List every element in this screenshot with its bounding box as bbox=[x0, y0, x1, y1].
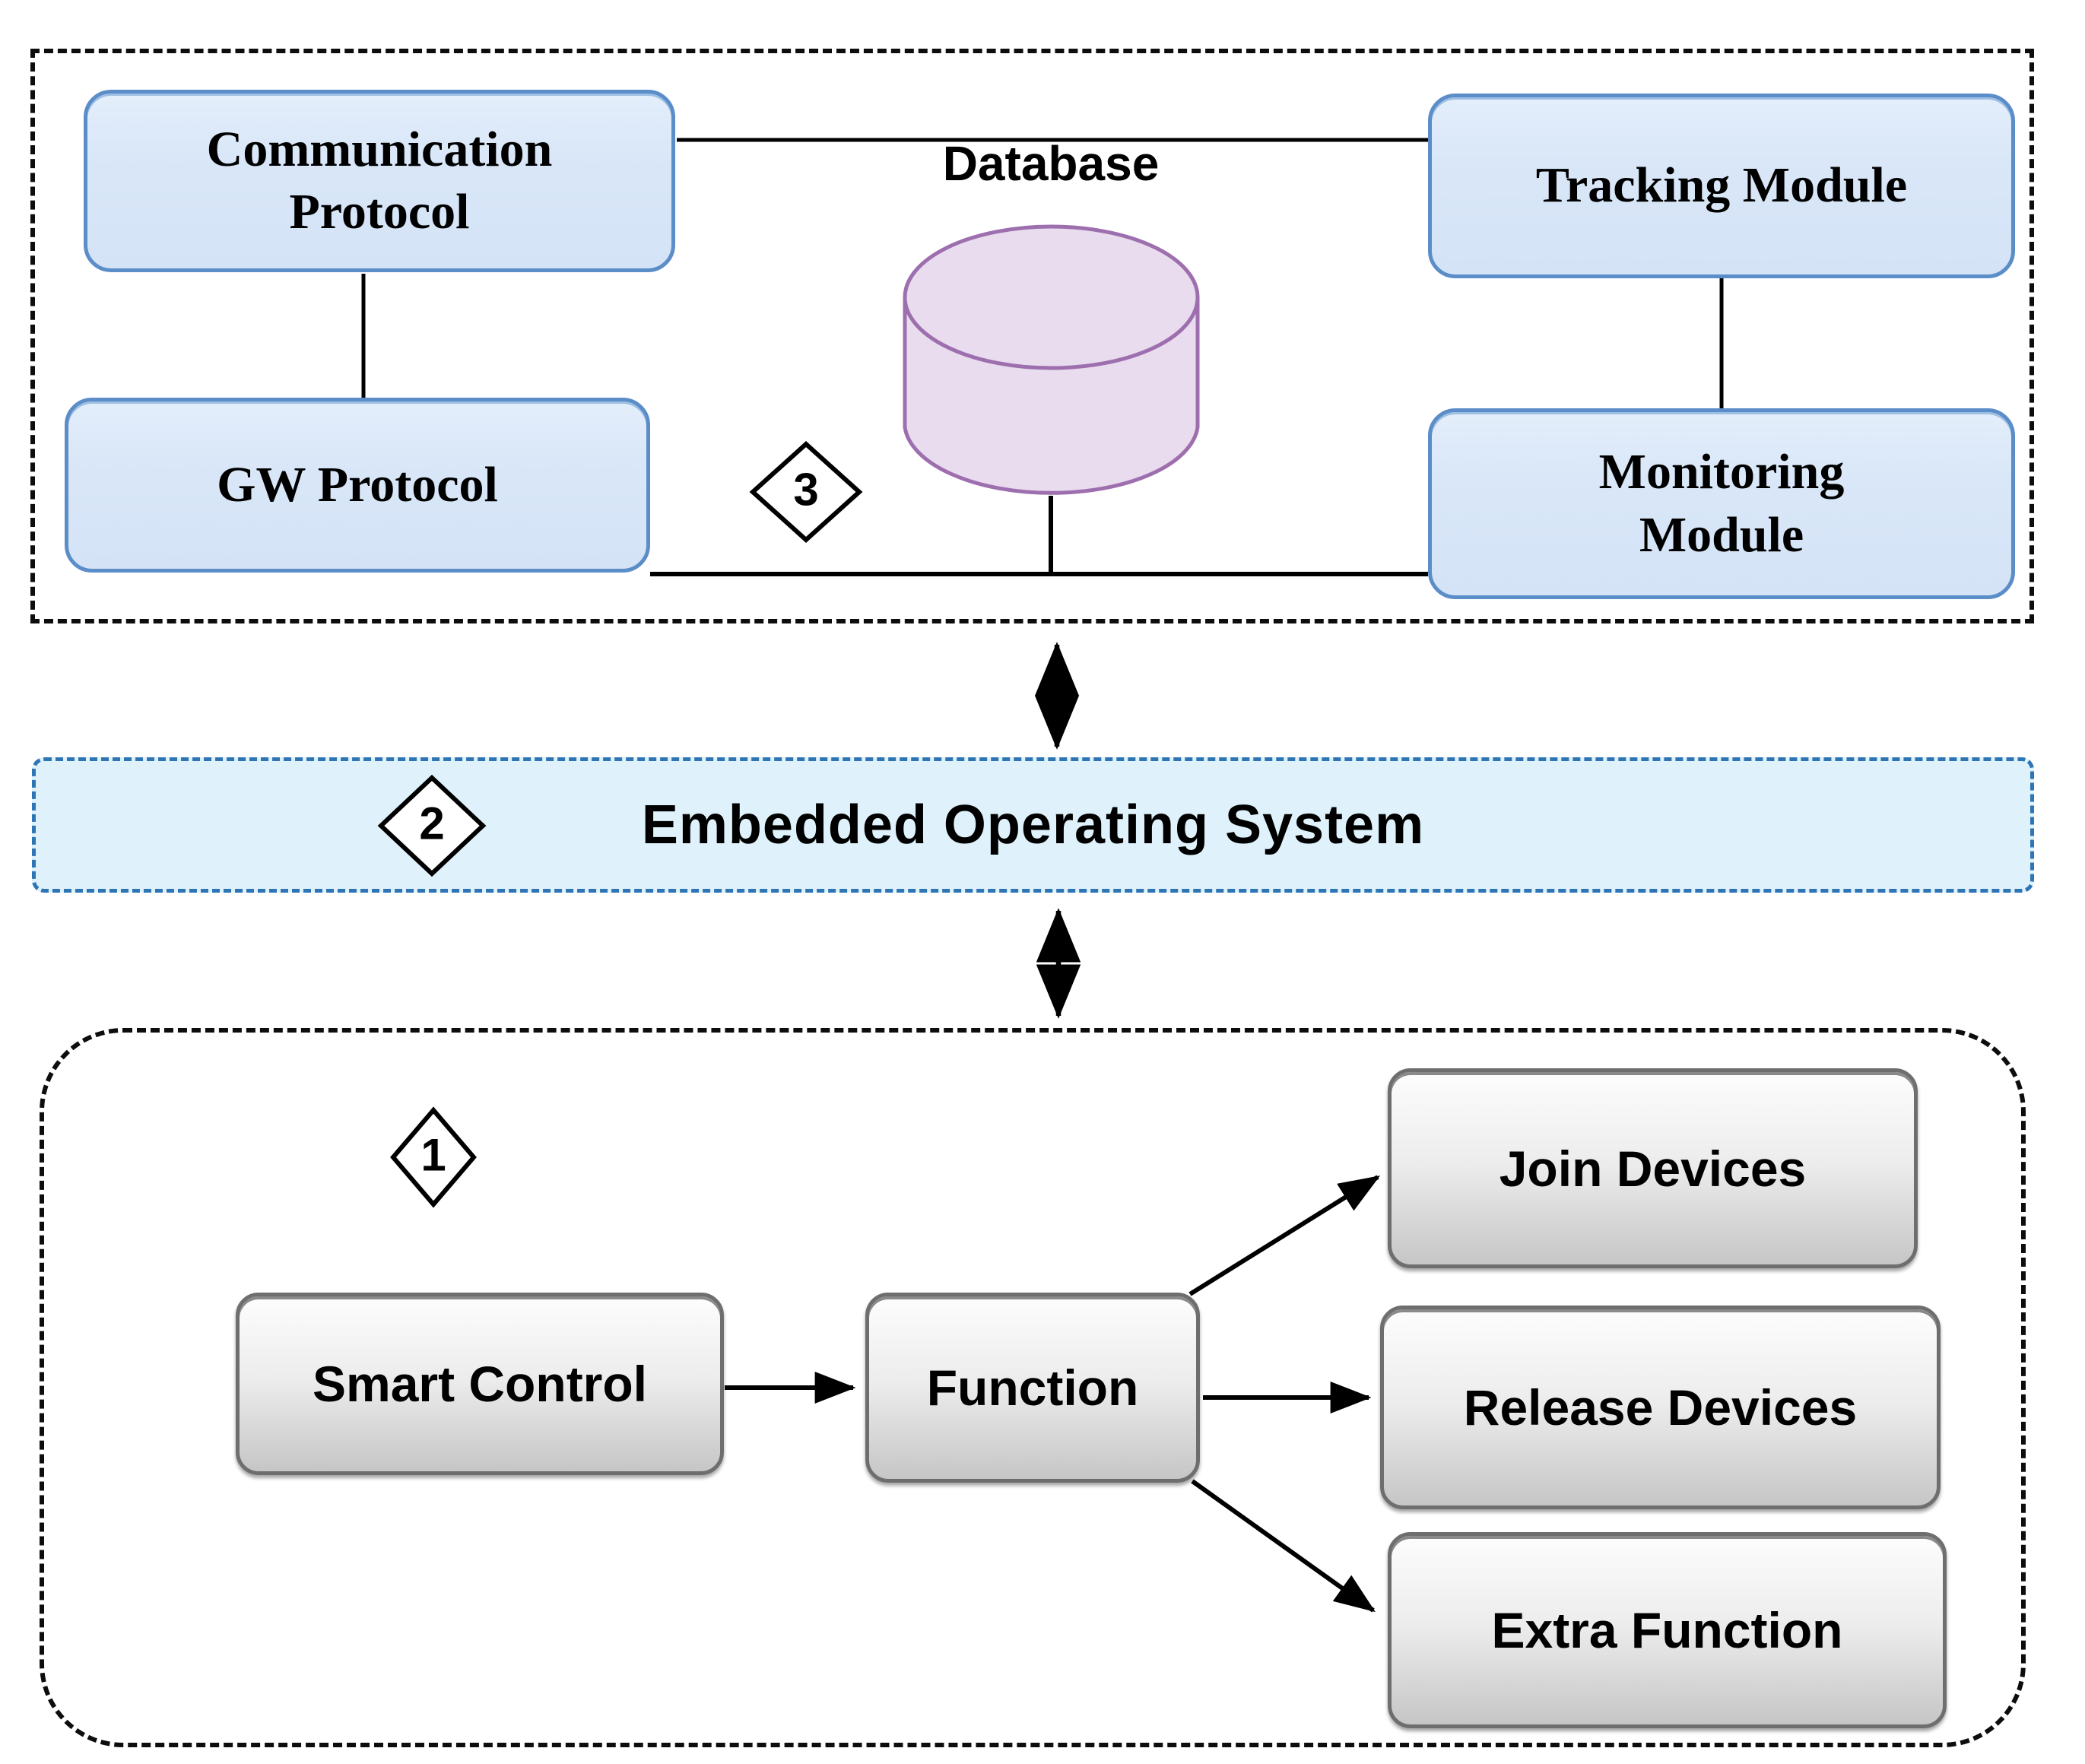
smart-control-node: Smart Control bbox=[236, 1293, 724, 1475]
step-number-3: 3 bbox=[793, 464, 819, 516]
smart-control-label: Smart Control bbox=[312, 1356, 648, 1412]
embedded-os-label: Embedded Operating System bbox=[641, 795, 1425, 855]
arrow-function-to-extra bbox=[1191, 1479, 1376, 1613]
release-devices-node: Release Devices bbox=[1380, 1306, 1941, 1509]
communication-protocol-node: Communication Protocol bbox=[84, 90, 675, 272]
database-cylinder-icon bbox=[903, 224, 1200, 495]
step-number-2: 2 bbox=[419, 798, 445, 849]
join-devices-label: Join Devices bbox=[1499, 1140, 1807, 1197]
monitoring-module-label-line2: Module bbox=[1639, 506, 1804, 563]
gw-protocol-node: GW Protocol bbox=[65, 398, 650, 573]
database-label: Database bbox=[942, 136, 1160, 191]
function-label: Function bbox=[926, 1359, 1139, 1416]
tracking-module-node: Tracking Module bbox=[1428, 94, 2015, 278]
function-node: Function bbox=[865, 1293, 1200, 1483]
join-devices-node: Join Devices bbox=[1388, 1068, 1918, 1268]
release-devices-label: Release Devices bbox=[1463, 1379, 1858, 1436]
communication-protocol-label-line2: Protocol bbox=[289, 184, 470, 240]
os-layer-section: Embedded Operating System bbox=[32, 757, 2034, 893]
communication-protocol-label-line1: Communication bbox=[206, 121, 553, 177]
arrow-function-to-join bbox=[1188, 1175, 1381, 1296]
extra-function-label: Extra Function bbox=[1491, 1602, 1843, 1658]
step-diamond-3 bbox=[749, 440, 863, 544]
extra-function-node: Extra Function bbox=[1388, 1532, 1947, 1728]
gw-protocol-label: GW Protocol bbox=[217, 456, 498, 512]
monitoring-module-node: Monitoring Module bbox=[1428, 408, 2015, 599]
step-diamond-2 bbox=[377, 774, 487, 877]
tracking-module-label: Tracking Module bbox=[1535, 157, 1908, 214]
monitoring-module-label-line1: Monitoring bbox=[1598, 444, 1845, 500]
step-diamond-1 bbox=[390, 1106, 477, 1208]
step-number-1: 1 bbox=[420, 1129, 446, 1181]
